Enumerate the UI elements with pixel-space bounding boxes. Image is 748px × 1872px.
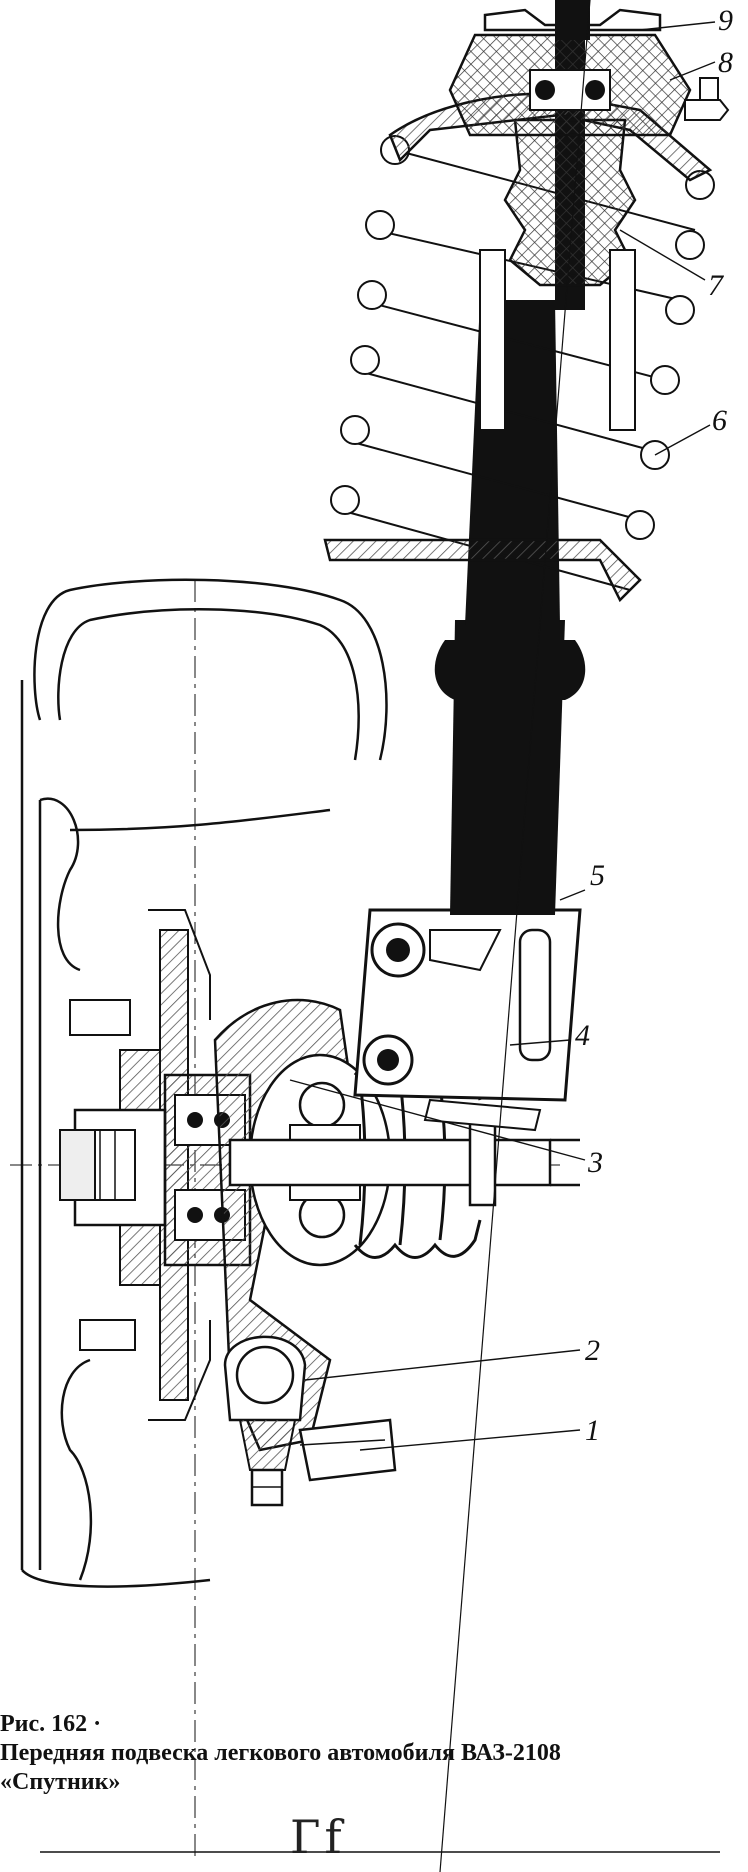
- callout-2: 2: [585, 1334, 600, 1367]
- callout-4: 4: [575, 1019, 590, 1052]
- ball-joint: [223, 1335, 307, 1507]
- handwritten-mark: Гf: [290, 1810, 346, 1864]
- top-washer: [483, 0, 662, 40]
- steering-axis-line: [439, 0, 591, 1872]
- lower-spring-seat: [323, 538, 642, 603]
- caption-line-2: «Спутник»: [0, 1769, 121, 1795]
- rebound-buffer: [479, 118, 637, 431]
- mount-stud: [684, 77, 730, 121]
- bracket-bolts: [362, 922, 426, 1086]
- figure-caption: Рис. 162 · Передняя подвеска легкового а…: [0, 1710, 748, 1797]
- lower-arm: [298, 1418, 397, 1482]
- leader-lines: [289, 21, 716, 1451]
- caption-line-1: Передняя подвеска легкового автомобиля В…: [0, 1740, 561, 1766]
- callout-1: 1: [585, 1414, 600, 1447]
- callout-5: 5: [590, 859, 605, 892]
- callout-6: 6: [712, 404, 727, 437]
- callout-8: 8: [718, 46, 733, 79]
- steering-knuckle: [213, 998, 352, 1452]
- strut-tube: [434, 300, 586, 915]
- wheel-bolts: [59, 999, 136, 1351]
- coil-spring: [330, 135, 715, 591]
- figure-number: Рис. 162 ·: [0, 1711, 102, 1737]
- wheel-tire: [20, 578, 388, 1588]
- callout-3: 3: [587, 1146, 603, 1179]
- callout-9: 9: [718, 4, 733, 37]
- upper-mount: [448, 33, 692, 137]
- callout-7: 7: [708, 269, 725, 302]
